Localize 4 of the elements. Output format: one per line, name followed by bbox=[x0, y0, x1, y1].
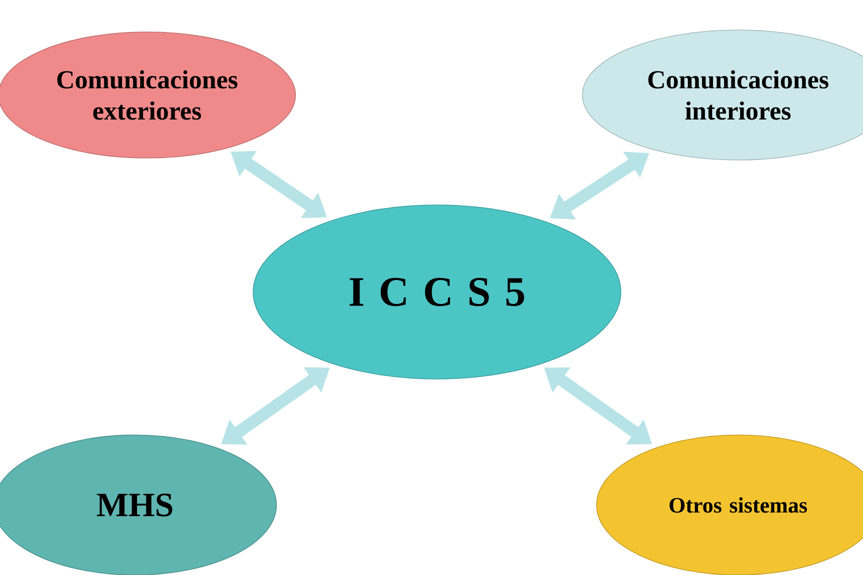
ellipse-node: I C C S 5 bbox=[252, 204, 622, 380]
ellipse-node: Otros sistemas bbox=[596, 434, 863, 575]
ellipse-node: Comunicaciones interiores bbox=[582, 30, 863, 160]
ellipse-node: MHS bbox=[0, 434, 277, 575]
